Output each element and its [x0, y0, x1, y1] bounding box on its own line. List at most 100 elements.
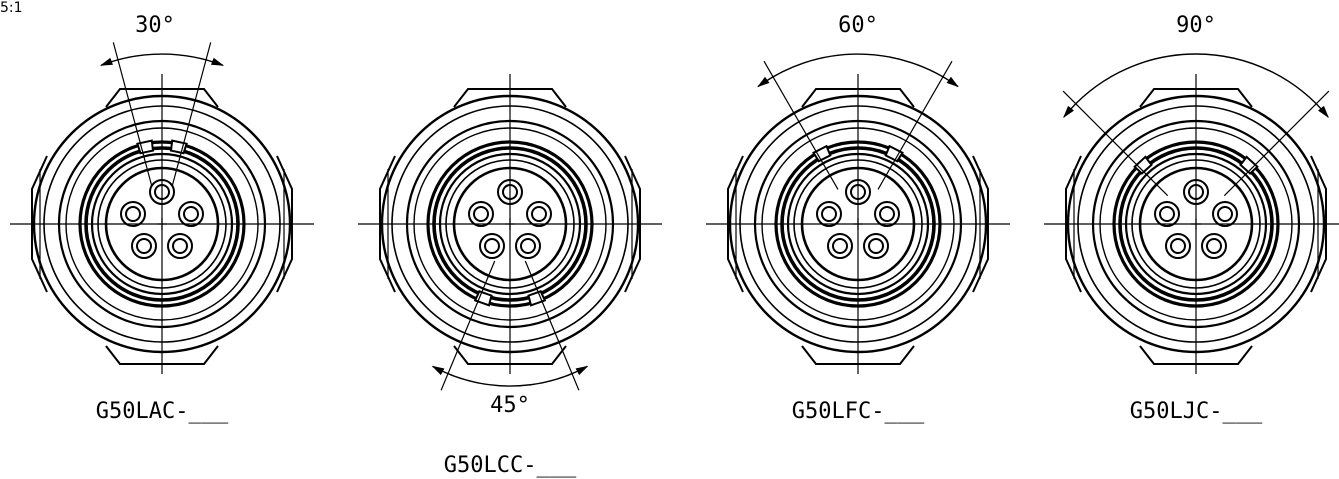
keying-tab	[136, 139, 155, 155]
body-ring	[452, 166, 568, 282]
contact-pin	[526, 201, 552, 227]
nut-top-flat	[1139, 88, 1253, 108]
angle-label: 90°	[1176, 13, 1216, 38]
contact-pin	[827, 233, 853, 259]
connector-view-g50lfc: 60° G50LFC-___	[706, 13, 1010, 424]
contact-pin-core	[832, 238, 848, 254]
body-ring	[445, 159, 575, 289]
body-ring	[753, 119, 963, 329]
contact-pin-core	[520, 238, 536, 254]
contact-pin-core	[868, 238, 884, 254]
connector-view-g50ljc: 90° G50LJC-___	[1044, 13, 1339, 424]
contact-pin-core	[473, 206, 489, 222]
body-ring	[800, 166, 916, 282]
body-ring	[43, 105, 281, 343]
body-ring	[32, 94, 292, 354]
contact-pin-core	[879, 206, 895, 222]
body-ring	[739, 105, 977, 343]
contact-pin-core	[154, 184, 170, 200]
angle-dimension-arc	[757, 53, 959, 88]
contact-pin-core	[484, 238, 500, 254]
body-ring	[786, 152, 930, 296]
scale-label: 5:1	[0, 0, 23, 16]
contact-pin-core	[136, 238, 152, 254]
angle-label: 45°	[490, 393, 530, 418]
contact-pin-core	[1206, 238, 1222, 254]
contact-pin-core	[183, 206, 199, 222]
body-ring	[57, 119, 267, 329]
nut-bottom-flat	[105, 345, 219, 365]
nut-top-flat	[105, 88, 219, 108]
contact-pin	[468, 201, 494, 227]
contact-pin-core	[821, 206, 837, 222]
body-ring	[426, 140, 594, 308]
contact-pin	[479, 233, 505, 259]
angle-label: 30°	[135, 13, 175, 38]
contact-pin-core	[502, 184, 518, 200]
contact-pin-core	[1188, 184, 1204, 200]
keying-tab	[1133, 155, 1153, 175]
contact-pin	[120, 201, 146, 227]
body-ring	[1118, 146, 1274, 302]
contact-pin	[178, 201, 204, 227]
body-ring	[1066, 94, 1326, 354]
body-ring	[774, 140, 942, 308]
nut-bottom-flat	[1139, 345, 1253, 365]
contact-pin	[874, 201, 900, 227]
contact-pin	[497, 179, 523, 205]
contact-pin	[1212, 201, 1238, 227]
contact-pin-core	[1170, 238, 1186, 254]
body-ring	[432, 146, 588, 302]
contact-pin-core	[172, 238, 188, 254]
keying-tab	[884, 144, 904, 163]
body-ring	[1112, 140, 1280, 308]
nut-top-flat	[453, 88, 567, 108]
body-ring	[1099, 127, 1293, 321]
body-ring	[391, 105, 629, 343]
contact-pin	[1165, 233, 1191, 259]
angle-dimension-arc	[431, 365, 589, 387]
keying-tab	[169, 139, 188, 155]
dimension-extension-line	[112, 42, 153, 186]
body-ring	[728, 94, 988, 354]
nut-bottom-flat	[453, 345, 567, 365]
connector-view-g50lac: 30° G50LAC-___	[10, 13, 314, 424]
body-ring	[405, 119, 615, 329]
contact-pin	[1183, 179, 1209, 205]
contact-pin-core	[1159, 206, 1175, 222]
body-ring	[780, 146, 936, 302]
body-ring	[1091, 119, 1301, 329]
body-ring	[97, 159, 227, 289]
contact-pin-core	[125, 206, 141, 222]
contact-pin	[845, 179, 871, 205]
contact-pin	[816, 201, 842, 227]
angle-dimension-arc	[1063, 53, 1329, 118]
body-ring	[793, 159, 923, 289]
contact-pin	[1154, 201, 1180, 227]
contact-pin	[149, 179, 175, 205]
body-ring	[1124, 152, 1268, 296]
body-ring	[761, 127, 955, 321]
part-code-label: G50LAC-___	[96, 399, 229, 424]
part-code-label: G50LCC-___	[444, 453, 577, 478]
contact-pin	[1201, 233, 1227, 259]
angle-dimension-arc	[99, 53, 225, 66]
body-ring	[84, 146, 240, 302]
keying-tab	[812, 144, 832, 163]
angle-label: 60°	[838, 13, 878, 38]
keying-tab	[1239, 155, 1259, 175]
dimension-extension-line	[171, 42, 212, 186]
body-ring	[380, 94, 640, 354]
dimension-extension-line	[1223, 90, 1330, 197]
part-code-label: G50LJC-___	[1130, 399, 1263, 424]
part-code-label: G50LFC-___	[792, 399, 925, 424]
body-ring	[413, 127, 607, 321]
connector-view-g50lcc: 45° G50LCC-___	[358, 74, 662, 478]
body-ring	[438, 152, 582, 296]
contact-pin	[167, 233, 193, 259]
body-ring	[104, 166, 220, 282]
body-ring	[78, 140, 246, 308]
keying-tab	[473, 290, 493, 307]
contact-pin	[863, 233, 889, 259]
